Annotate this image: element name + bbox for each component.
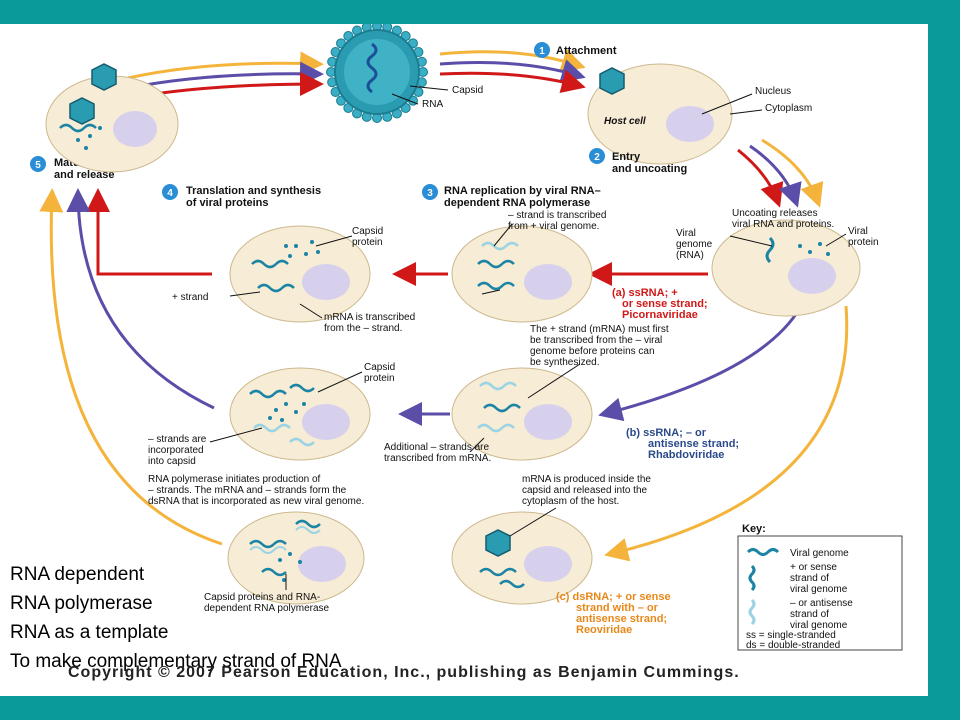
copyright-notice: Copyright © 2007 Pearson Education, Inc.… [68,664,740,681]
viral-protein-label: Viral [848,226,868,237]
svg-text:protein: protein [364,373,395,384]
viral-genome-label: Viral [676,228,696,239]
svg-text:Capsid: Capsid [364,362,395,373]
svg-text:– strand is transcribed: – strand is transcribed [508,210,606,221]
svg-text:from + viral genome.: from + viral genome. [508,221,599,232]
svg-text:and uncoating: and uncoating [612,163,687,175]
svg-text:Entry: Entry [612,151,641,163]
svg-text:3: 3 [427,188,433,199]
svg-text:antisense strand;: antisense strand; [648,438,739,450]
step-1-label: Attachment [556,45,617,57]
svg-text:strand with – or: strand with – or [576,602,659,614]
caption-line-4: To make complementary strand of RNA [10,651,342,672]
host-cell-label: Host cell [604,116,646,127]
slide: Capsid RNA Nucleus Cytoplasm Host cell 1… [0,24,928,696]
key-plus-swatch [748,564,756,592]
svg-text:protein: protein [352,237,383,248]
svg-text:strand of: strand of [790,609,829,620]
svg-text:be synthesized.: be synthesized. [530,357,600,368]
cycle-arrows [39,48,849,562]
svg-text:protein: protein [848,237,879,248]
host-cell [587,63,763,165]
cell-c-replication [451,507,593,605]
rna-label: RNA [422,99,443,110]
cell-c-assembly [227,511,365,605]
dsrna-label: (c) dsRNA; + or sense [556,591,671,603]
svg-text:(RNA): (RNA) [676,250,704,261]
svg-text:mRNA is produced inside the: mRNA is produced inside the [522,474,651,485]
svg-text:viral genome: viral genome [790,620,848,631]
svg-text:Capsid proteins and RNA-: Capsid proteins and RNA- [204,592,320,603]
step-2: 2 Entry and uncoating [589,148,687,175]
svg-text:transcribed from mRNA.: transcribed from mRNA. [384,453,491,464]
svg-text:4: 4 [167,188,173,199]
ssrna-minus-label: (b) ssRNA; – or [626,427,707,439]
svg-text:Capsid: Capsid [352,226,383,237]
svg-text:Additional – strands are: Additional – strands are [384,442,490,453]
step-3: 3 RNA replication by viral RNA– dependen… [422,184,601,209]
svg-text:Translation and synthesis: Translation and synthesis [186,185,321,197]
svg-text:ds = double-stranded: ds = double-stranded [746,640,840,651]
key-legend: Key: Viral genome + or sense strand of v… [737,523,903,651]
svg-text:genome before proteins can: genome before proteins can [530,346,655,357]
svg-text:Rhabdoviridae: Rhabdoviridae [648,449,724,461]
svg-text:Reoviridae: Reoviridae [576,624,632,636]
svg-text:dependent RNA polymerase: dependent RNA polymerase [444,197,590,209]
step-1: 1 Attachment [534,42,617,58]
step-4: 4 Translation and synthesis of viral pro… [162,184,321,209]
uncoating-label: Uncoating releases [732,208,818,219]
svg-text:2: 2 [594,152,600,163]
caption-line-2: RNA polymerase [10,593,153,614]
svg-text:– strands are: – strands are [148,434,207,445]
ssrna-plus-label: (a) ssRNA; + [612,287,678,299]
svg-text:antisense strand;: antisense strand; [576,613,667,625]
cell-b-assembly [209,367,371,461]
svg-text:dsRNA that is incorporated as: dsRNA that is incorporated as new viral … [148,496,364,507]
caption-line-3: RNA as a template [10,622,169,643]
svg-text:Picornaviridae: Picornaviridae [622,309,698,321]
svg-text:viral genome: viral genome [790,584,848,595]
svg-text:– strands. The mRNA and – stra: – strands. The mRNA and – strands form t… [148,485,347,496]
svg-text:dependent RNA polymerase: dependent RNA polymerase [204,603,330,614]
svg-text:genome: genome [676,239,713,250]
svg-text:be transcribed from the – vira: be transcribed from the – viral [530,335,662,346]
capsid-label: Capsid [452,85,483,96]
caption-line-1: RNA dependent [10,564,145,585]
svg-text:capsid and released into the: capsid and released into the [522,485,648,496]
cell-a-replication [451,223,593,323]
svg-text:– or antisense: – or antisense [790,598,853,609]
cytoplasm-label: Cytoplasm [765,103,812,114]
svg-text:The + strand (mRNA) must first: The + strand (mRNA) must first [530,324,669,335]
svg-text:Viral genome: Viral genome [790,548,849,559]
plus-strand-label: + strand [172,292,208,303]
key-viral-genome-swatch [746,548,780,556]
svg-text:ss = single-stranded: ss = single-stranded [746,630,836,641]
virion-capsid [326,24,449,123]
svg-text:viral RNA and proteins.: viral RNA and proteins. [732,219,834,230]
svg-text:RNA polymerase initiates produ: RNA polymerase initiates production of [148,474,321,485]
key-title: Key: [742,523,766,535]
virus-replication-diagram: Capsid RNA Nucleus Cytoplasm Host cell 1… [30,24,903,651]
svg-text:strand of: strand of [790,573,829,584]
caption: RNA dependent RNA polymerase RNA as a te… [10,560,342,676]
svg-text:into capsid: into capsid [148,456,196,467]
svg-text:+ or sense: + or sense [790,562,837,573]
svg-text:1: 1 [539,46,545,57]
nucleus-label: Nucleus [755,86,791,97]
svg-text:RNA replication by viral RNA–: RNA replication by viral RNA– [444,185,601,197]
svg-text:cytoplasm of the host.: cytoplasm of the host. [522,496,619,507]
uncoating-cell [711,219,861,317]
cell-b-replication [451,363,593,461]
svg-text:and release: and release [54,169,115,181]
maturation-cell [45,63,179,173]
svg-text:of viral proteins: of viral proteins [186,197,269,209]
svg-text:or sense strand;: or sense strand; [622,298,708,310]
key-minus-swatch [748,598,756,626]
svg-text:5: 5 [35,160,41,171]
svg-text:mRNA is transcribed: mRNA is transcribed [324,312,415,323]
svg-text:from the – strand.: from the – strand. [324,323,402,334]
cell-a-translation [229,225,371,323]
svg-text:incorporated: incorporated [148,445,204,456]
